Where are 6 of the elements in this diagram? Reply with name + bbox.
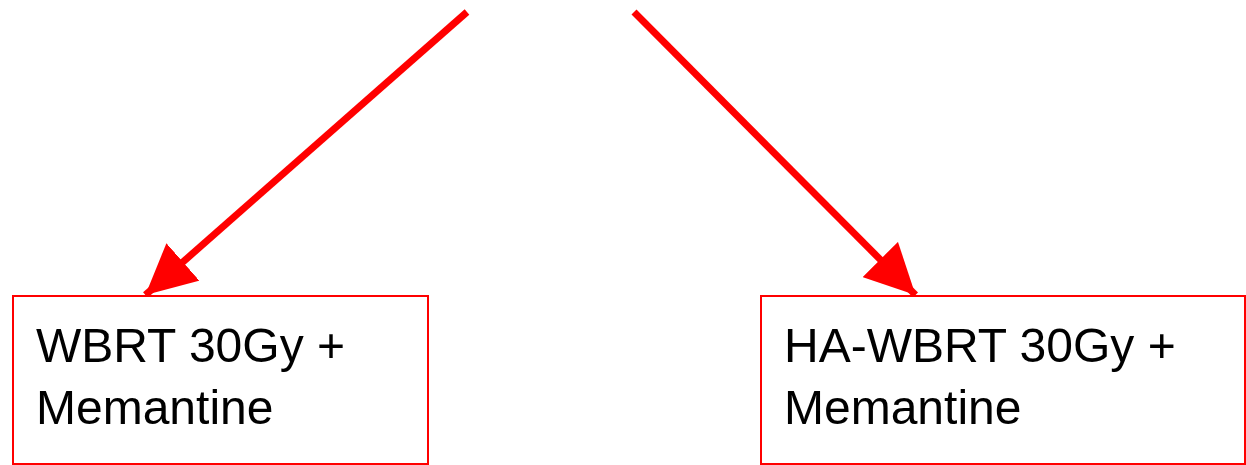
treatment-box — [760, 295, 1246, 465]
arrow — [143, 9, 470, 298]
treatment-box — [12, 295, 429, 465]
treatment-label: WBRT 30Gy + Memantine — [36, 318, 346, 436]
treatment-label: HA-WBRT 30Gy + Memantine — [784, 318, 1177, 436]
arrow — [631, 9, 918, 298]
